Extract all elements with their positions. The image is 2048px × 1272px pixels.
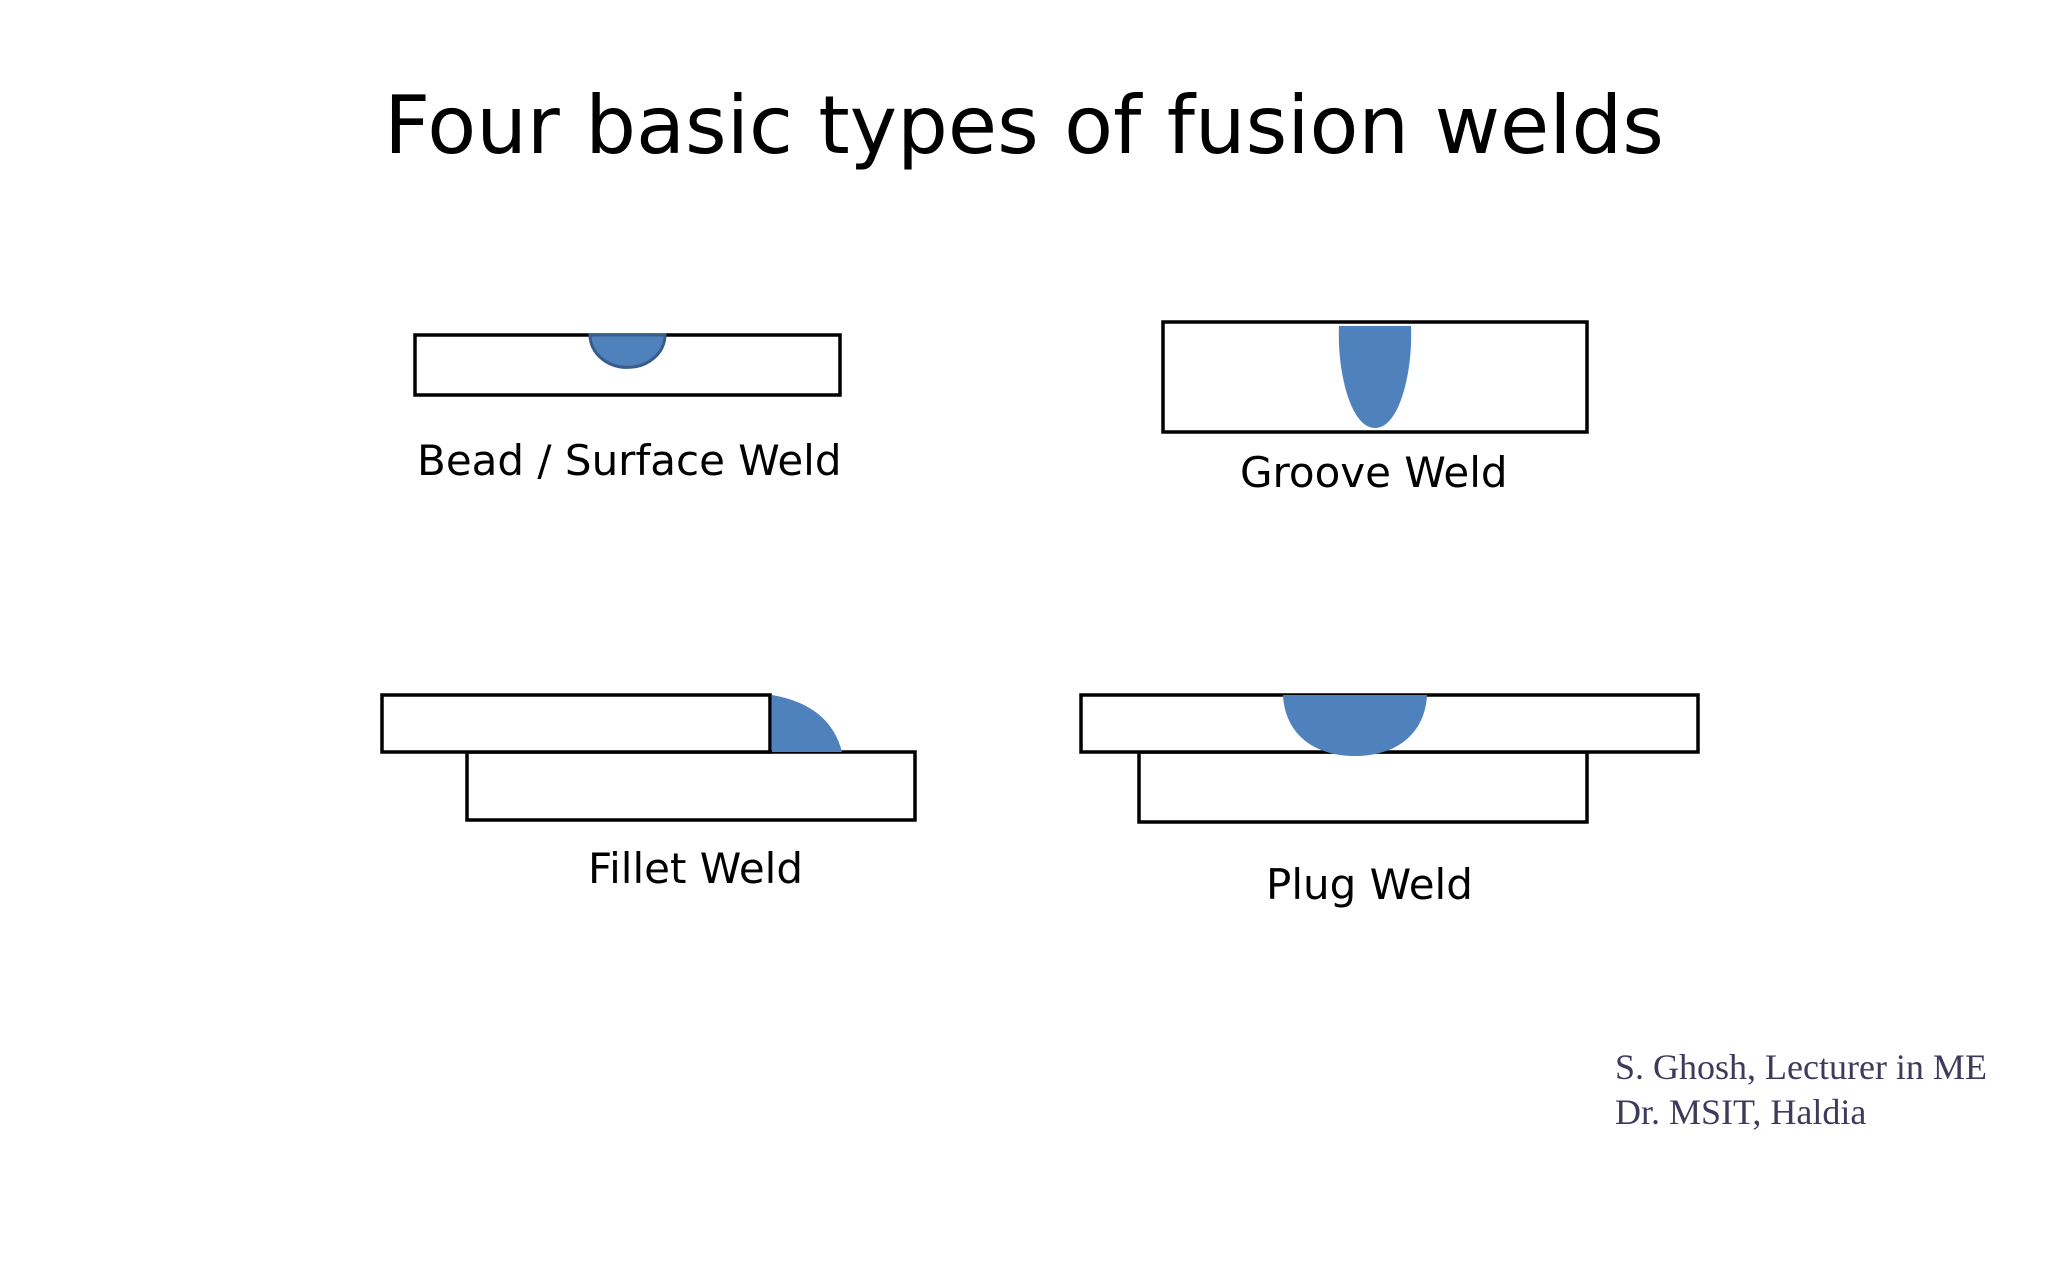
bead-weld-label: Bead / Surface Weld: [417, 436, 842, 485]
bead-weld-bead: [588, 333, 667, 369]
author-credit: S. Ghosh, Lecturer in ME Dr. MSIT, Haldi…: [1615, 1045, 1987, 1135]
fillet-weld-label: Fillet Weld: [588, 844, 804, 893]
fillet-weld-bead: [772, 695, 842, 752]
plug-weld-diagram: [1079, 693, 1700, 824]
fillet-weld-diagram: [380, 693, 917, 822]
groove-weld-bead: [1338, 326, 1412, 428]
author-credit-line-2: Dr. MSIT, Haldia: [1615, 1092, 1867, 1132]
plug-weld-bead: [1283, 695, 1427, 756]
plug-weld-bottom-plate: [1137, 750, 1589, 824]
author-credit-line-1: S. Ghosh, Lecturer in ME: [1615, 1047, 1987, 1087]
groove-weld-label: Groove Weld: [1240, 448, 1508, 497]
groove-weld-diagram: [1161, 320, 1589, 434]
fillet-weld-top-plate: [380, 693, 772, 754]
slide-title: Four basic types of fusion welds: [384, 79, 1664, 172]
fillet-weld-bottom-plate: [465, 750, 917, 822]
bead-weld-diagram: [413, 333, 842, 397]
plug-weld-label: Plug Weld: [1266, 860, 1473, 909]
